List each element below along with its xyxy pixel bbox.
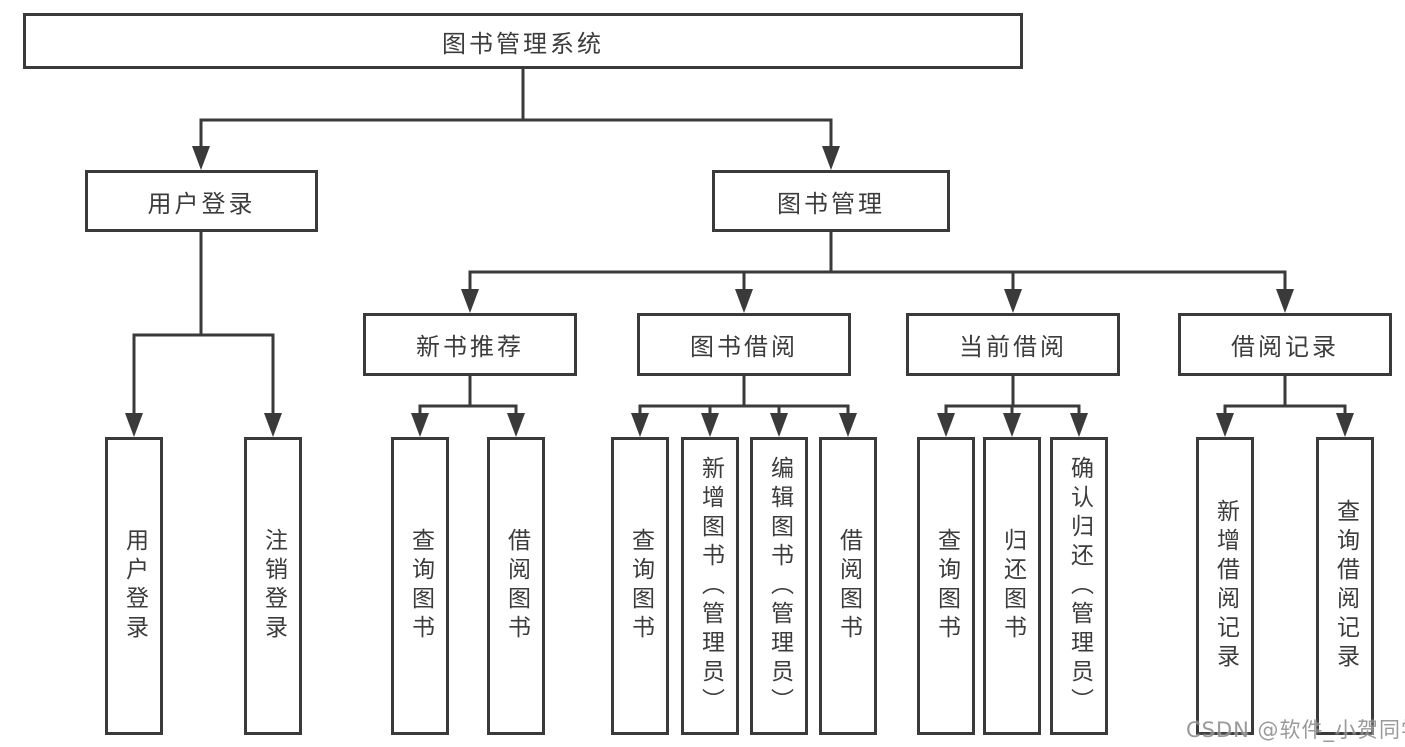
leaf-add-borrow-record: 新增借阅记录 [1196, 437, 1254, 735]
node-label: 借阅记录 [1231, 333, 1339, 361]
node-book-management-module: 图书管理 [712, 170, 950, 232]
leaf-return-books: 归还图书 [983, 437, 1041, 735]
csdn-watermark: CSDN @软件_小贺同学 [1186, 718, 1405, 742]
node-root-label: 图书管理系统 [442, 29, 604, 58]
leaf-label: 借阅图书 [503, 528, 530, 644]
leaf-query-books: 查询图书 [611, 437, 669, 735]
leaf-query-borrow-record: 查询借阅记录 [1316, 437, 1374, 735]
node-book-borrow: 图书借阅 [637, 313, 851, 376]
leaf-query-books: 查询图书 [391, 437, 449, 735]
node-borrow-records: 借阅记录 [1178, 313, 1392, 376]
node-current-borrow: 当前借阅 [906, 313, 1120, 376]
leaf-borrow-books: 借阅图书 [487, 437, 545, 735]
node-label: 当前借阅 [959, 333, 1067, 361]
leaf-label: 编辑图书（管理员） [766, 455, 793, 717]
node-user-login-module: 用户登录 [85, 170, 318, 232]
leaf-confirm-return-admin: 确认归还（管理员） [1050, 437, 1108, 735]
leaf-label: 归还图书 [999, 528, 1026, 644]
leaf-label: 查询图书 [627, 528, 654, 644]
leaf-label: 确认归还（管理员） [1066, 455, 1093, 717]
leaf-user-login: 用户登录 [105, 437, 163, 735]
leaf-label: 查询借阅记录 [1332, 499, 1359, 673]
leaf-edit-books-admin: 编辑图书（管理员） [750, 437, 808, 735]
leaf-label: 借阅图书 [835, 528, 862, 644]
leaf-logout: 注销登录 [244, 437, 302, 735]
leaf-label: 查询图书 [407, 528, 434, 644]
leaf-borrow-books: 借阅图书 [819, 437, 877, 735]
node-new-book-recommend: 新书推荐 [363, 313, 577, 376]
node-label: 图书借阅 [690, 333, 798, 361]
node-label: 新书推荐 [416, 333, 524, 361]
leaf-add-books-admin: 新增图书（管理员） [681, 437, 739, 735]
leaf-label: 注销登录 [260, 528, 287, 644]
leaf-query-books: 查询图书 [917, 437, 975, 735]
leaf-label: 新增借阅记录 [1212, 499, 1239, 673]
node-root-library-system: 图书管理系统 [23, 13, 1023, 69]
leaf-label: 查询图书 [933, 528, 960, 644]
node-label: 图书管理 [777, 189, 885, 218]
node-label: 用户登录 [147, 189, 256, 218]
leaf-label: 新增图书（管理员） [697, 455, 724, 717]
leaf-label: 用户登录 [121, 528, 148, 644]
